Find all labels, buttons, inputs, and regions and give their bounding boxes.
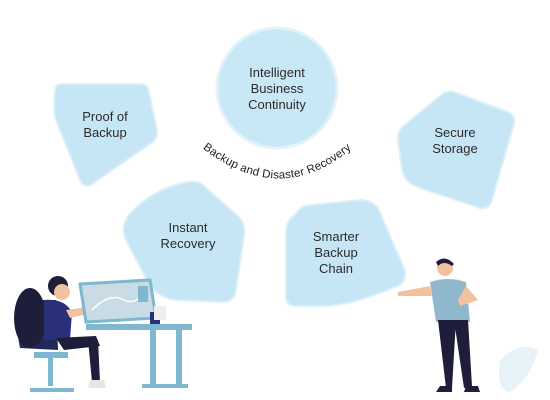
node-smarter-bubble bbox=[285, 198, 407, 307]
node-instant-label: Instant Recovery bbox=[143, 220, 233, 252]
node-intelligent-line-3: Continuity bbox=[248, 97, 306, 112]
node-instant-line-1: Instant bbox=[168, 220, 208, 235]
node-intelligent-bubble bbox=[215, 26, 339, 150]
node-proof-bubble bbox=[53, 83, 159, 187]
node-secure-line-2: Storage bbox=[432, 141, 478, 156]
node-proof-label: Proof of Backup bbox=[60, 109, 150, 141]
node-intelligent-line-2: Business bbox=[250, 81, 304, 96]
woman-at-drawing-desk-illustration bbox=[14, 276, 192, 392]
node-secure-line-1: Secure bbox=[434, 125, 476, 140]
node-intelligent-label: Intelligent Business Continuity bbox=[217, 65, 337, 113]
node-instant-bubble bbox=[122, 180, 246, 304]
node-intelligent-line-1: Intelligent bbox=[249, 65, 305, 80]
node-smarter-line-3: Chain bbox=[319, 261, 353, 276]
node-proof-line-1: Proof of bbox=[82, 109, 128, 124]
node-smarter-line-1: Smarter bbox=[312, 229, 360, 244]
node-smarter-line-2: Backup bbox=[314, 245, 358, 260]
node-smarter-label: Smarter Backup Chain bbox=[291, 229, 381, 277]
node-secure-label: Secure Storage bbox=[410, 125, 500, 157]
man-pointing-illustration bbox=[398, 258, 538, 392]
node-proof-line-2: Backup bbox=[83, 125, 127, 140]
node-instant-line-2: Recovery bbox=[160, 236, 216, 251]
node-secure-bubble bbox=[396, 90, 516, 210]
